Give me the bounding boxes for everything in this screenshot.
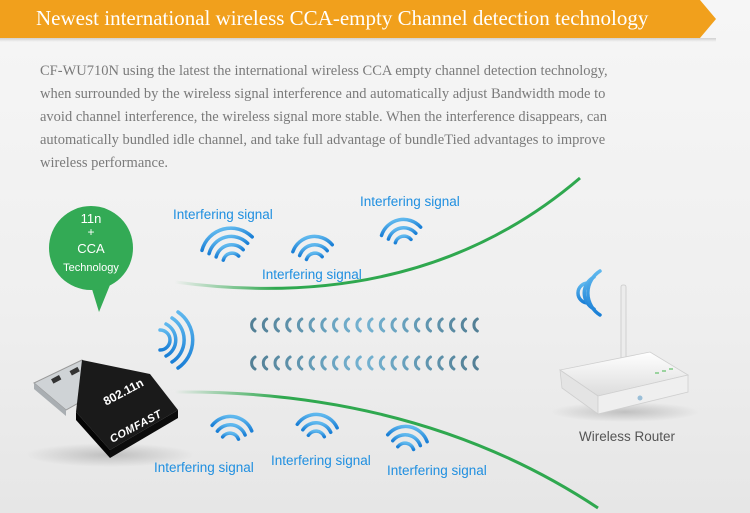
signal-arc — [390, 355, 397, 371]
signal-arc — [261, 317, 269, 333]
signal-arc — [273, 317, 280, 333]
signal-arc — [402, 317, 409, 333]
signal-arc — [367, 317, 374, 333]
interfering-signal-label: Interfering signal — [360, 194, 460, 209]
wave-icon — [200, 217, 429, 452]
signal-arc — [425, 355, 432, 371]
signal-arc — [273, 355, 280, 371]
router-wifi-icon — [576, 269, 602, 317]
signal-arc — [320, 317, 327, 333]
title-banner — [0, 0, 716, 38]
signal-arc — [413, 317, 421, 333]
page-title: Newest international wireless CCA-empty … — [36, 6, 649, 30]
interfering-signal-label: Interfering signal — [262, 267, 362, 282]
signal-arc — [308, 317, 315, 333]
interfering-signal-label: Interfering signal — [387, 463, 487, 478]
usb-adapter — [25, 359, 195, 467]
signal-arc — [285, 317, 292, 333]
signal-arc — [308, 355, 315, 371]
upper-arc — [174, 176, 581, 290]
signal-arc — [437, 355, 444, 371]
badge-line-cca: CCA — [77, 241, 105, 256]
badge-line-technology: Technology — [63, 262, 119, 274]
signal-arc — [355, 317, 362, 333]
signal-arc — [460, 355, 468, 371]
signal-arc — [296, 355, 304, 371]
signal-stream-upper — [250, 317, 479, 333]
signal-arc — [472, 355, 479, 371]
signal-arc — [402, 355, 409, 371]
description-line: when surrounded by the wireless signal i… — [40, 86, 606, 102]
signal-arc — [261, 355, 269, 371]
description-line: automatically bundled idle channel, and … — [40, 132, 606, 148]
signal-arc — [390, 317, 397, 333]
banner-shadow — [0, 38, 716, 42]
signal-arc — [250, 355, 257, 371]
badge-line-plus: + — [87, 225, 95, 239]
badge-line-11n: 11n — [80, 211, 102, 226]
signal-arc — [367, 355, 374, 371]
signal-arc — [378, 355, 386, 371]
signal-arc — [355, 355, 362, 371]
router — [550, 284, 700, 422]
router-label: Wireless Router — [579, 429, 676, 444]
signal-arc — [332, 317, 339, 333]
cca-badge — [49, 206, 133, 312]
signal-arc — [460, 317, 468, 333]
signal-arc — [378, 317, 386, 333]
signal-stream-lower — [250, 355, 479, 371]
signal-arc — [343, 355, 351, 371]
signal-arc — [413, 355, 421, 371]
description: CF-WU710N using the latest the internati… — [40, 60, 700, 175]
adapter-wifi-icon — [158, 310, 195, 370]
signal-arc — [285, 355, 292, 371]
description-line: CF-WU710N using the latest the internati… — [40, 63, 608, 79]
signal-arc — [472, 317, 479, 333]
interfering-signal-label: Interfering signal — [154, 460, 254, 475]
signal-arc — [449, 317, 456, 333]
interfering-signal-label: Interfering signal — [173, 207, 273, 222]
description-line: wireless performance. — [40, 155, 169, 171]
signal-arc — [343, 317, 351, 333]
signal-arc — [425, 317, 432, 333]
signal-arc — [332, 355, 339, 371]
signal-arc — [437, 317, 444, 333]
signal-arc — [449, 355, 456, 371]
signal-arc — [320, 355, 327, 371]
lower-arc — [174, 390, 599, 510]
interfering-signal-label: Interfering signal — [271, 453, 371, 468]
signal-arc — [296, 317, 304, 333]
signal-arc — [250, 317, 257, 333]
description-line: avoid channel interference, the wireless… — [40, 109, 607, 125]
